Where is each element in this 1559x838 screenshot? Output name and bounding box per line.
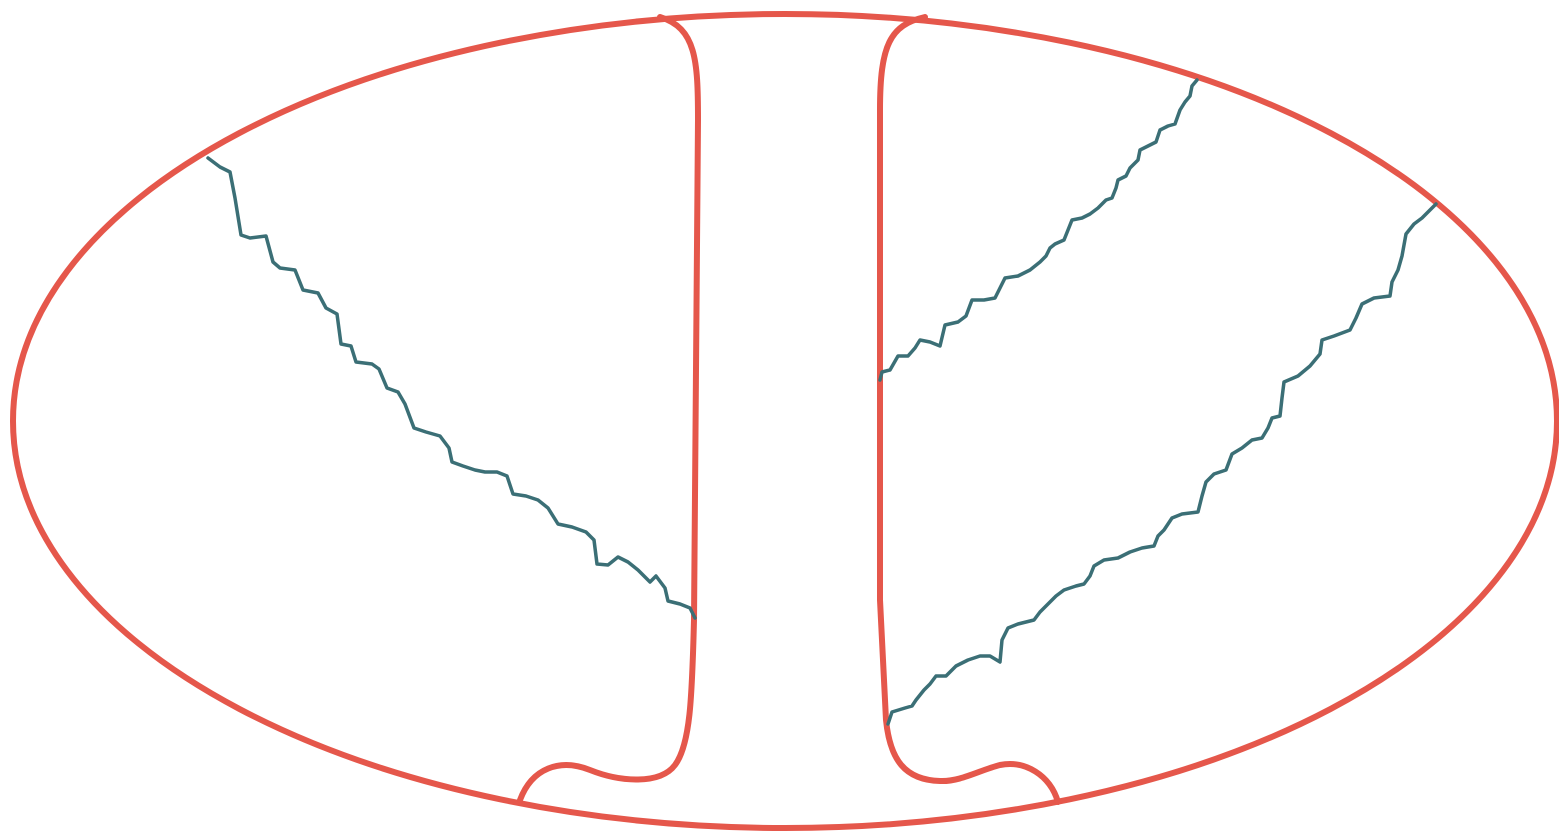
left-inner-boundary: [520, 17, 698, 800]
right-lower-wavy-line: [888, 204, 1436, 724]
left-wavy-line: [208, 158, 695, 618]
right-inner-boundary: [880, 17, 1058, 802]
outer-ellipse: [13, 14, 1557, 828]
right-upper-wavy-line: [880, 80, 1197, 380]
